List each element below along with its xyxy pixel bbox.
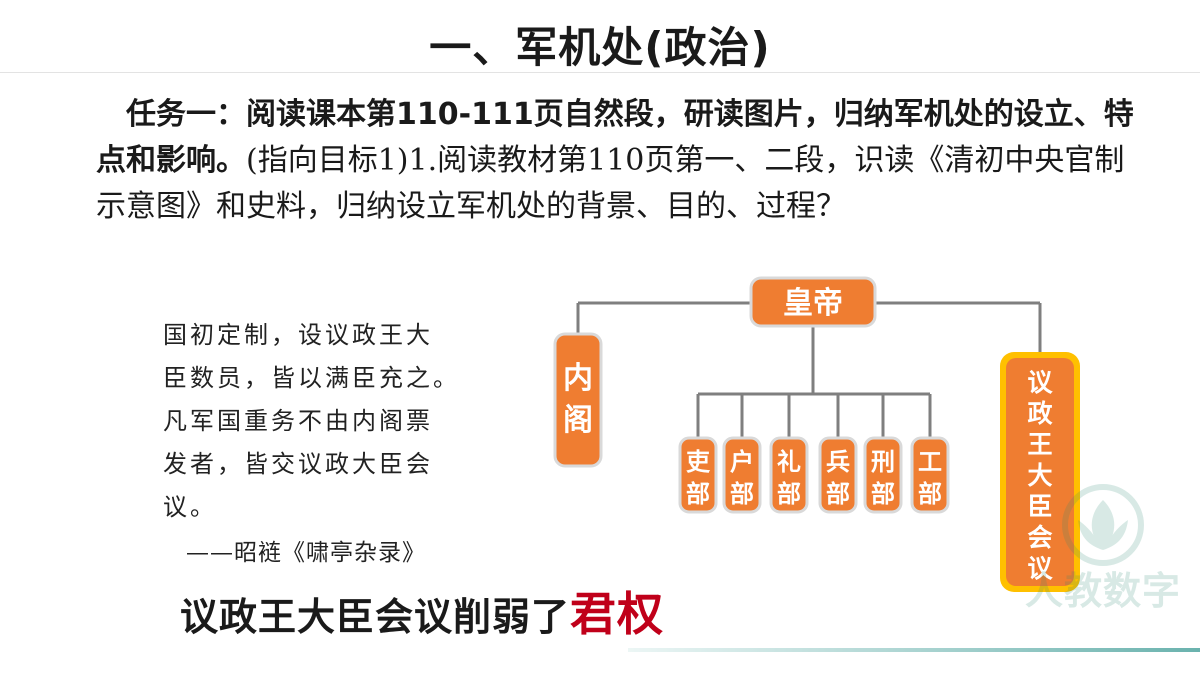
ministry-char: 户 [730,448,754,476]
ministry-node: 刑 部 [863,436,903,514]
quote-source: ——昭裢《啸亭杂录》 [186,540,426,566]
council-char: 臣 [1027,492,1052,521]
publisher-watermark: 人教数字 [1018,480,1188,630]
quote-line: 国初定制，设议政王大 [163,321,433,349]
cabinet-char: 内 [563,361,593,396]
council-char: 议 [1027,368,1053,397]
council-char: 议 [1027,554,1053,583]
quote-line: 议。 [163,493,217,521]
page-title: 一、军机处(政治) [429,23,771,72]
ministry-char: 工 [918,448,942,476]
emperor-label: 皇帝 [783,286,843,321]
emperor-node: 皇帝 [749,276,877,328]
ministry-node: 工 部 [910,436,950,514]
title-divider [0,72,1200,73]
leaf-emblem-icon [1062,484,1144,566]
task-instructions: (指向目标1)1.阅读教材第110页第一、二段，识读《清初中央官制示意图》和史料… [96,143,1125,224]
ministry-char: 部 [826,480,850,508]
council-char: 会 [1027,523,1052,552]
council-char: 大 [1027,461,1052,490]
ministry-char: 部 [730,480,754,508]
conclusion-text: 议政王大臣会议削弱了 [180,595,571,639]
conclusion-statement: 议政王大臣会议削弱了君权 [180,578,664,644]
ministry-char: 部 [918,480,942,508]
ministry-char: 部 [686,480,710,508]
council-char: 王 [1027,430,1052,459]
ministry-node: 兵 部 [818,436,858,514]
ministry-node: 户 部 [722,436,762,514]
ministry-node: 礼 部 [769,436,809,514]
quote-line: 发者，皆交议政大臣会 [163,450,433,478]
cabinet-node: 内 阁 [553,332,603,468]
conclusion-emphasis: 君权 [570,587,665,641]
quote-line: 凡军国重务不由内阁票 [163,407,433,435]
council-node: 议 政 王 大 臣 会 议 [1000,352,1080,592]
task-paragraph: 任务一：阅读课本第110-111页自然段，研读图片，归纳军机处的设立、特点和影响… [96,92,1136,230]
council-char: 政 [1027,399,1053,428]
ministry-node: 吏 部 [678,436,718,514]
quote-line: 臣数员，皆以满臣充之。 [163,364,460,392]
watermark-text: 人教数字 [1024,569,1181,613]
bottom-accent-bar [628,648,1200,652]
ministry-char: 礼 [777,448,801,476]
ministry-char: 刑 [871,448,895,476]
cabinet-char: 阁 [563,403,593,438]
ministry-char: 吏 [686,448,711,476]
ministry-char: 部 [777,480,801,508]
ministry-char: 部 [871,480,895,508]
task-lead: 任务一：阅读课本第110-111页自然段，研读图片，归纳军机处的设立、特点和影响… [96,97,1134,178]
ministry-char: 兵 [826,448,850,476]
historical-quote: 国初定制，设议政王大 臣数员，皆以满臣充之。 凡军国重务不由内阁票 发者，皆交议… [163,314,483,529]
